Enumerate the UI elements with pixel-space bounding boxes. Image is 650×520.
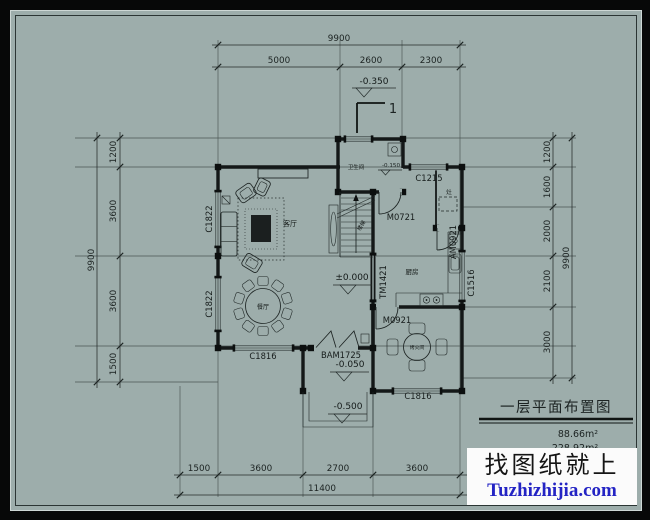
level-porch: -0.050 <box>335 360 364 370</box>
watermark-slogan: 找图纸就上 <box>484 452 620 479</box>
dim-top-seg-1: 5000 <box>268 56 291 66</box>
label-c1822-lower: C1822 <box>204 290 214 317</box>
section-number: 1 <box>389 102 397 117</box>
room-label-fire: 烤火间 <box>410 344 425 351</box>
dim-top-seg-3: 2300 <box>420 56 443 66</box>
dim-right-seg-2: 1600 <box>543 175 553 198</box>
dim-right-seg-1: 1200 <box>543 140 553 163</box>
level-back-entry: -0.350 <box>359 77 388 87</box>
dim-right-seg-4: 2100 <box>543 269 553 292</box>
dim-bottom-seg-1: 1500 <box>188 464 211 474</box>
label-tm1421: TM1421 <box>378 265 388 300</box>
drawing-title: 一层平面布置图 88.66m² 228.92m² <box>479 399 633 454</box>
drawing-sheet-background <box>10 10 642 511</box>
living-room-furniture <box>220 177 285 273</box>
dim-top-seg-2: 2600 <box>360 56 383 66</box>
fire-room-furniture <box>360 322 448 372</box>
dim-bottom-overall: 11400 <box>308 484 336 494</box>
dim-top-overall: 9900 <box>328 34 351 44</box>
windows <box>214 135 466 395</box>
label-c1516: C1516 <box>466 269 476 296</box>
dim-left-seg-2: 3600 <box>109 199 119 222</box>
doors <box>314 189 460 351</box>
dimension-annotations: 9900 5000 2600 2300 1500 3600 2700 3600 … <box>87 34 576 499</box>
drawing-title-text: 一层平面布置图 <box>500 399 612 416</box>
bathroom-fixtures <box>387 142 402 157</box>
level-main-floor: ±0.000 <box>335 273 369 283</box>
label-m0921: M0921 <box>383 315 412 325</box>
dim-right-overall: 9900 <box>562 246 572 269</box>
label-c1215: C1215 <box>415 173 442 183</box>
label-c1816-fire: C1816 <box>404 391 431 401</box>
dim-bottom-seg-3: 2700 <box>327 464 350 474</box>
dim-left-seg-3: 3600 <box>109 289 119 312</box>
watermark-box: 找图纸就上 Tuzhizhijia.com <box>467 448 637 505</box>
level-terrace: -0.500 <box>333 402 362 412</box>
room-label-kitchen: 厨房 <box>406 267 419 276</box>
label-am0921: AM0921 <box>448 225 458 259</box>
room-label-living: 客厅 <box>283 219 297 228</box>
level-markers: -0.350 ±0.000 -0.050 -0.500 -0.150 <box>328 77 402 424</box>
dim-right-seg-3: 2000 <box>543 219 553 242</box>
label-m0721: M0721 <box>387 212 416 222</box>
dim-left-overall: 9900 <box>87 248 97 271</box>
dim-left-seg-4: 1500 <box>109 352 119 375</box>
room-label-dining: 餐厅 <box>257 303 269 311</box>
label-c1822-upper: C1822 <box>204 205 214 232</box>
dining-room-furniture <box>233 276 293 336</box>
entry-steps <box>302 392 374 428</box>
watermark-site-name: Tuzhizhijia.com <box>487 479 617 501</box>
level-bath: -0.150 <box>382 163 400 169</box>
room-label-stove: 灶 <box>446 188 452 196</box>
room-label-bath: 卫生间 <box>348 163 364 171</box>
dim-right-seg-5: 3000 <box>543 330 553 353</box>
opening-labels: C1822 C1822 C1816 C1816 C1215 C1516 TM14… <box>204 173 476 401</box>
label-c1816-bottom: C1816 <box>249 351 276 361</box>
floor-area-value: 88.66m² <box>558 429 598 440</box>
stairs <box>328 192 376 258</box>
section-mark: 1 <box>356 102 397 133</box>
dim-bottom-seg-4: 3600 <box>406 464 429 474</box>
grid-lines <box>75 40 576 497</box>
label-bam1725: BAM1725 <box>321 350 361 360</box>
room-label-stair: 楼梯 <box>355 218 368 232</box>
drawing-border-frame <box>15 15 637 506</box>
kitchen-fixtures <box>395 196 462 307</box>
structural-columns <box>214 135 466 395</box>
dim-bottom-seg-2: 3600 <box>250 464 273 474</box>
dim-left-seg-1: 1200 <box>109 140 119 163</box>
